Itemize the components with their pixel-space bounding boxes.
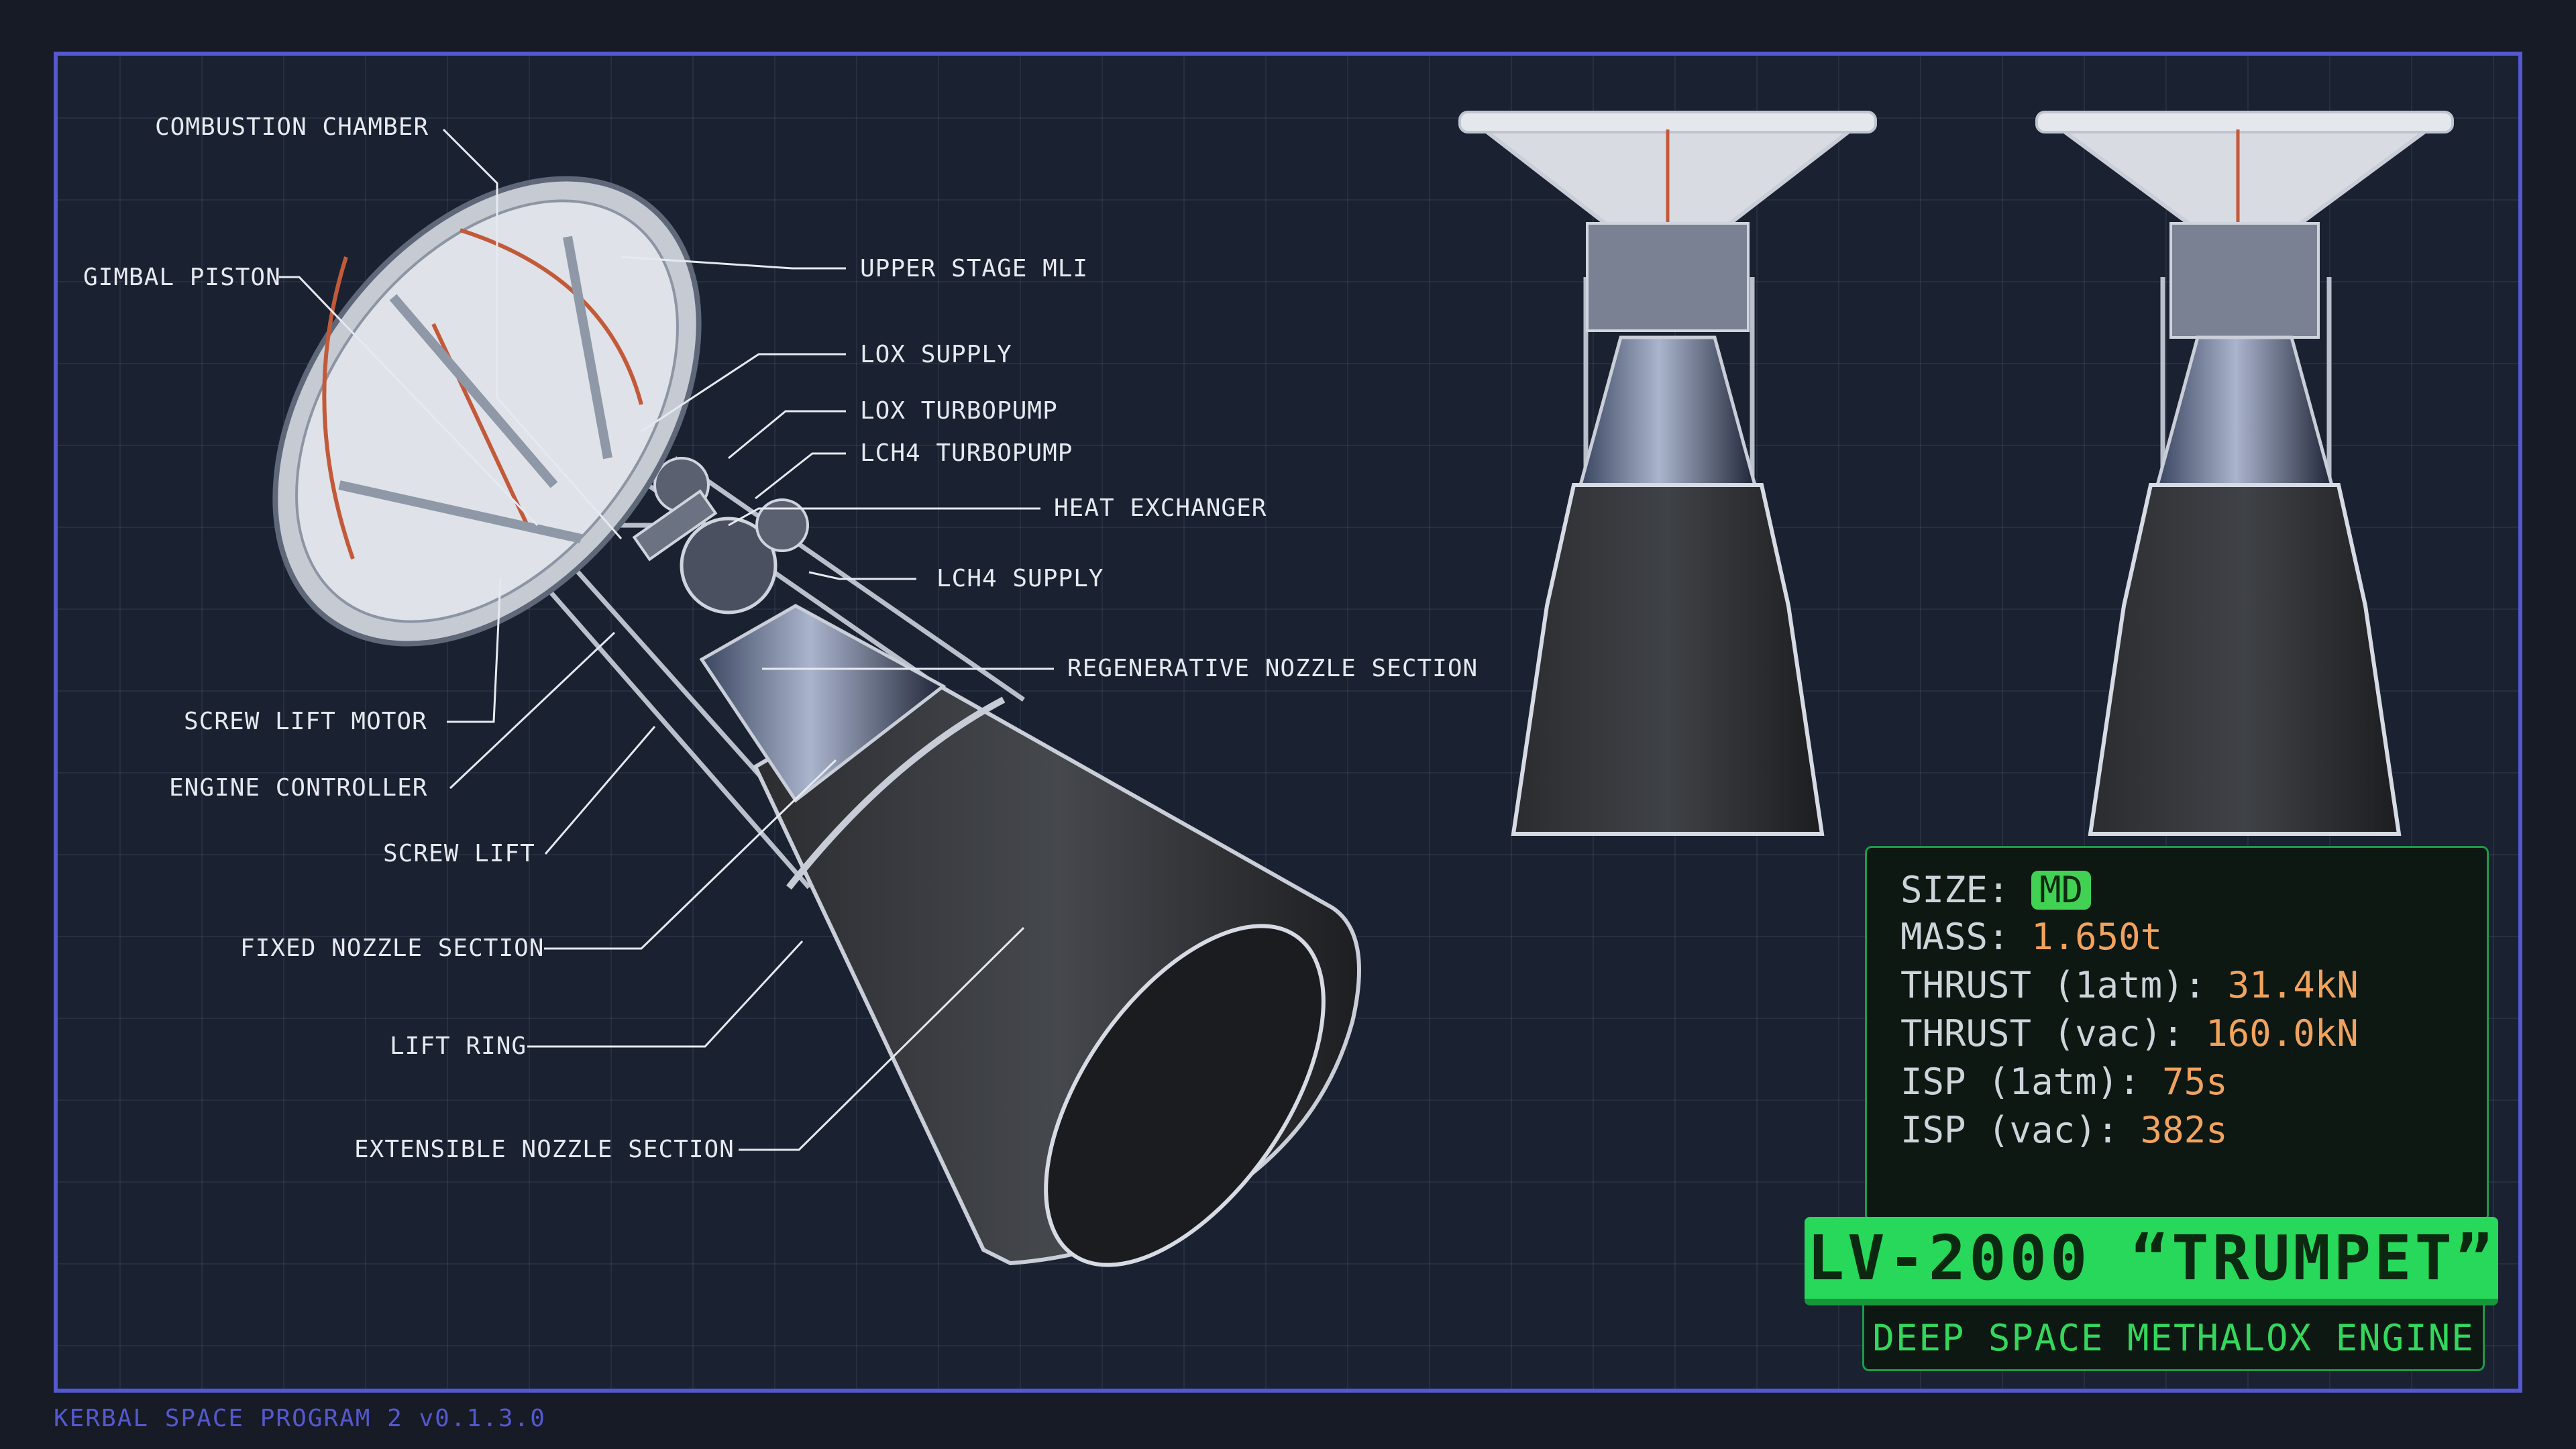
- stat-isp-vac-label: ISP (vac):: [1900, 1109, 2119, 1151]
- stat-thrust-atm-value: 31.4kN: [2227, 964, 2359, 1006]
- callout-fixed-nozzle-section: FIXED NOZZLE SECTION: [240, 934, 545, 962]
- callout-engine-controller: ENGINE CONTROLLER: [169, 774, 428, 802]
- engine-title: LV-2000 “TRUMPET”: [1807, 1222, 2496, 1294]
- callout-upper-stage-mli: UPPER STAGE MLI: [860, 255, 1089, 282]
- front-engine-view: [1458, 111, 1877, 836]
- callout-lox-supply: LOX SUPPLY: [860, 341, 1012, 368]
- callout-extensible-nozzle-section: EXTENSIBLE NOZZLE SECTION: [354, 1136, 735, 1163]
- callout-gimbal-piston: GIMBAL PISTON: [83, 264, 281, 291]
- stat-mass-value: 1.650t: [2031, 916, 2163, 958]
- regen-nozzle-shape: [699, 604, 947, 803]
- engine-subtitle: DEEP SPACE METHALOX ENGINE: [1872, 1317, 2475, 1359]
- stat-size-label: SIZE:: [1900, 869, 2010, 911]
- nozzle-exit: [1044, 924, 1326, 1267]
- engine-title-box: LV-2000 “TRUMPET”: [1805, 1217, 2498, 1305]
- callout-screw-lift: SCREW LIFT: [383, 840, 535, 867]
- engine-stats-panel: SIZE: MD MASS: 1.650t THRUST (1atm): 31.…: [1865, 846, 2489, 1222]
- callout-screw-lift-motor: SCREW LIFT MOTOR: [184, 708, 427, 735]
- size-badge: MD: [2031, 871, 2092, 910]
- callout-regenerative-nozzle-section: REGENERATIVE NOZZLE SECTION: [1067, 655, 1479, 682]
- callout-lch4-turbopump: LCH4 TURBOPUMP: [860, 439, 1073, 467]
- stat-thrust-vac: THRUST (vac): 160.0kN: [1900, 1016, 2359, 1052]
- turbopump-shape: [680, 517, 777, 614]
- blueprint-frame: COMBUSTION CHAMBER GIMBAL PISTON UPPER S…: [54, 52, 2522, 1393]
- stat-thrust-atm-label: THRUST (1atm):: [1900, 964, 2206, 1006]
- stat-size: SIZE: MD: [1900, 869, 2092, 911]
- lift-ring-shape: [786, 696, 1006, 890]
- engine-blueprint-illustration: [272, 111, 2454, 1267]
- callout-lox-turbopump: LOX TURBOPUMP: [860, 397, 1058, 425]
- callout-heat-exchanger: HEAT EXCHANGER: [1054, 494, 1267, 522]
- stat-thrust-atm: THRUST (1atm): 31.4kN: [1900, 967, 2359, 1004]
- callout-lift-ring: LIFT RING: [390, 1032, 527, 1060]
- side-nozzle-bell: [2088, 483, 2402, 836]
- stat-mass-label: MASS:: [1900, 916, 2010, 958]
- callout-combustion-chamber: COMBUSTION CHAMBER: [155, 113, 429, 141]
- main-engine-view: [272, 176, 1361, 1267]
- version-footer: KERBAL SPACE PROGRAM 2 v0.1.3.0: [54, 1405, 546, 1432]
- stat-mass: MASS: 1.650t: [1900, 919, 2162, 955]
- side-engine-view: [2035, 111, 2454, 836]
- stat-isp-vac: ISP (vac): 382s: [1900, 1112, 2228, 1148]
- stat-isp-atm: ISP (1atm): 75s: [1900, 1064, 2228, 1100]
- stat-isp-vac-value: 382s: [2140, 1109, 2228, 1151]
- front-nozzle-bell: [1511, 483, 1825, 836]
- stat-isp-atm-value: 75s: [2162, 1061, 2228, 1103]
- stat-thrust-vac-value: 160.0kN: [2206, 1012, 2359, 1055]
- stat-thrust-vac-label: THRUST (vac):: [1900, 1012, 2184, 1055]
- stat-isp-atm-label: ISP (1atm):: [1900, 1061, 2141, 1103]
- callout-lch4-supply: LCH4 SUPPLY: [936, 565, 1104, 592]
- callout-leader-lines: [279, 128, 1054, 1151]
- engine-subtitle-box: DEEP SPACE METHALOX ENGINE: [1862, 1304, 2485, 1371]
